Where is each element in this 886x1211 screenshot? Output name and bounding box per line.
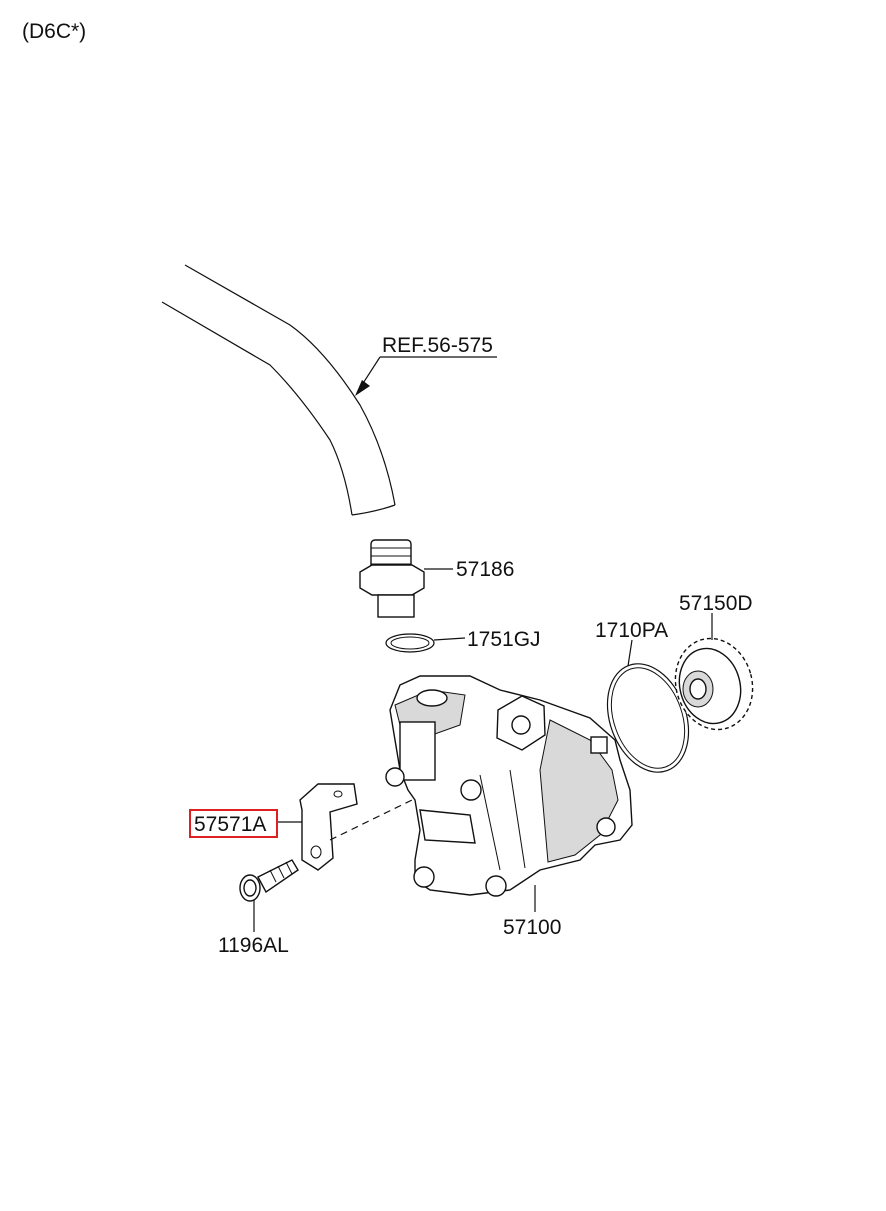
ref-label[interactable]: REF.56-575 — [382, 334, 493, 357]
gear-57150d[interactable] — [665, 630, 762, 739]
bracket-57571a[interactable] — [299, 783, 358, 871]
bolt-1196al[interactable] — [239, 859, 299, 902]
o-ring-small-label[interactable]: 1751GJ — [467, 628, 541, 651]
o-ring-large-label[interactable]: 1710PA — [595, 619, 668, 642]
fitting-label[interactable]: 57186 — [456, 558, 514, 581]
bracket-label[interactable]: 57571A — [194, 813, 266, 836]
o-ring-small-leader — [433, 637, 466, 641]
fitting-57186[interactable] — [359, 539, 425, 618]
ref-leader — [355, 356, 497, 396]
pump-57100[interactable] — [385, 675, 633, 897]
o-ring-large-leader — [627, 639, 633, 667]
pump-label[interactable]: 57100 — [503, 916, 561, 939]
bracket-highlight-box — [189, 809, 278, 838]
gear-label[interactable]: 57150D — [679, 592, 753, 615]
o-ring-small[interactable] — [385, 633, 435, 653]
bracket-dash-line — [329, 799, 413, 841]
engine-code: (D6C*) — [22, 20, 86, 43]
bolt-label[interactable]: 1196AL — [218, 934, 289, 957]
hose — [161, 264, 396, 516]
